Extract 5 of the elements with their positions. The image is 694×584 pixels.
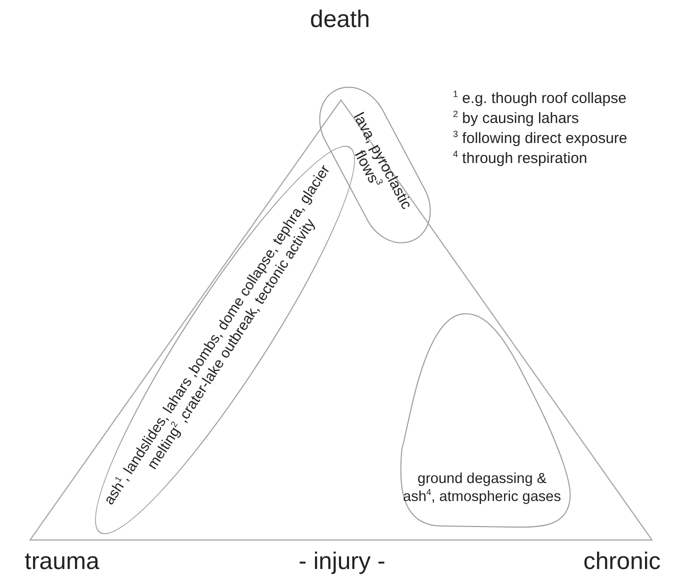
- axis-label: trauma: [24, 548, 100, 576]
- node-text: ground degassing & ash$^{4}$, atmospheric gases: [403, 471, 561, 505]
- axis-label: chronic: [583, 548, 661, 576]
- axis-label: death: [310, 6, 370, 34]
- axis-label: - injury -: [298, 548, 386, 576]
